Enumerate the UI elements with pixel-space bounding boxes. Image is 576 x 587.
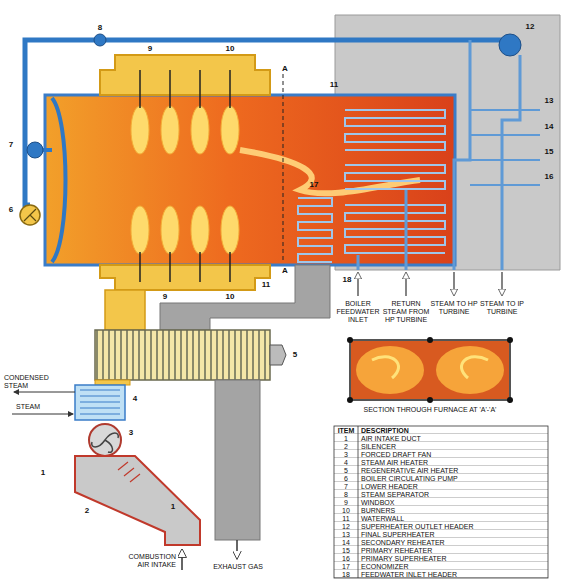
table-item-cell: 12 xyxy=(335,523,357,531)
table-item-cell: 18 xyxy=(335,571,357,579)
section-mark: A xyxy=(279,64,291,73)
callout-number: 16 xyxy=(541,172,557,181)
callout-number: 9 xyxy=(158,292,172,301)
callout-number: 3 xyxy=(124,428,138,437)
callout-number: 8 xyxy=(93,23,107,32)
table-description-cell: WATERWALL xyxy=(361,515,546,523)
callout-number: 7 xyxy=(4,140,18,149)
table-description-cell: AIR INTAKE DUCT xyxy=(361,435,546,443)
table-item-cell: 16 xyxy=(335,555,357,563)
table-description-cell: WINDBOX xyxy=(361,499,546,507)
table-description-cell: FORCED DRAFT FAN xyxy=(361,451,546,459)
section-mark: A xyxy=(279,266,291,275)
table-description-cell: PRIMARY REHEATER xyxy=(361,547,546,555)
table-item-cell: 6 xyxy=(335,475,357,483)
table-item-cell: 17 xyxy=(335,563,357,571)
table-description-cell: FINAL SUPERHEATER xyxy=(361,531,546,539)
table-description-cell: ECONOMIZER xyxy=(361,563,546,571)
table-item-cell: 9 xyxy=(335,499,357,507)
table-header: DESCRIPTION xyxy=(361,427,546,435)
flow-label: STEAM TO IP TURBINE xyxy=(478,300,526,316)
table-description-cell: PRIMARY SUPERHEATER xyxy=(361,555,546,563)
table-item-cell: 8 xyxy=(335,491,357,499)
callout-number: 9 xyxy=(143,44,157,53)
callout-number: 13 xyxy=(541,96,557,105)
callout-number: 17 xyxy=(306,180,322,189)
flow-label: STEAM TO HP TURBINE xyxy=(430,300,478,316)
callout-number: 14 xyxy=(541,122,557,131)
table-description-cell: FEEDWATER INLET HEADER xyxy=(361,571,546,579)
table-item-cell: 3 xyxy=(335,451,357,459)
callout-number: 6 xyxy=(4,205,18,214)
callout-number: 11 xyxy=(326,80,342,89)
table-item-cell: 13 xyxy=(335,531,357,539)
table-description-cell: STEAM AIR HEATER xyxy=(361,459,546,467)
table-description-cell: BURNERS xyxy=(361,507,546,515)
table-description-cell: LOWER HEADER xyxy=(361,483,546,491)
table-item-cell: 15 xyxy=(335,547,357,555)
table-item-cell: 14 xyxy=(335,539,357,547)
flow-label: SECTION THROUGH FURNACE AT 'A'-'A' xyxy=(345,406,515,414)
table-item-cell: 2 xyxy=(335,443,357,451)
callout-number: 1 xyxy=(166,502,180,511)
callout-number: 15 xyxy=(541,147,557,156)
flow-label: STEAM xyxy=(16,403,56,411)
flow-label: BOILER FEEDWATER INLET xyxy=(334,300,382,324)
callout-number: 10 xyxy=(223,44,237,53)
callout-number: 4 xyxy=(128,394,142,403)
table-description-cell: REGENERATIVE AIR HEATER xyxy=(361,467,546,475)
callout-number: 12 xyxy=(522,22,538,31)
table-header: ITEM xyxy=(335,427,357,435)
table-item-cell: 10 xyxy=(335,507,357,515)
table-description-cell: BOILER CIRCULATING PUMP xyxy=(361,475,546,483)
table-item-cell: 4 xyxy=(335,459,357,467)
table-description-cell: SECONDARY REHEATER xyxy=(361,539,546,547)
flow-label: EXHAUST GAS xyxy=(208,563,268,571)
table-item-cell: 1 xyxy=(335,435,357,443)
table-item-cell: 5 xyxy=(335,467,357,475)
flow-label: CONDENSED STEAM xyxy=(4,374,64,390)
callout-number: 1 xyxy=(36,468,50,477)
table-item-cell: 7 xyxy=(335,483,357,491)
table-description-cell: SUPERHEATER OUTLET HEADER xyxy=(361,523,546,531)
callout-number: 2 xyxy=(80,506,94,515)
callout-number: 18 xyxy=(340,275,354,284)
callout-number: 5 xyxy=(288,350,302,359)
flow-label: RETURN STEAM FROM HP TURBINE xyxy=(382,300,430,324)
flow-label: COMBUSTION AIR INTAKE xyxy=(116,553,176,569)
table-item-cell: 11 xyxy=(335,515,357,523)
table-description-cell: SILENCER xyxy=(361,443,546,451)
callout-number: 10 xyxy=(223,292,237,301)
table-description-cell: STEAM SEPARATOR xyxy=(361,491,546,499)
callout-number: 11 xyxy=(258,280,274,289)
